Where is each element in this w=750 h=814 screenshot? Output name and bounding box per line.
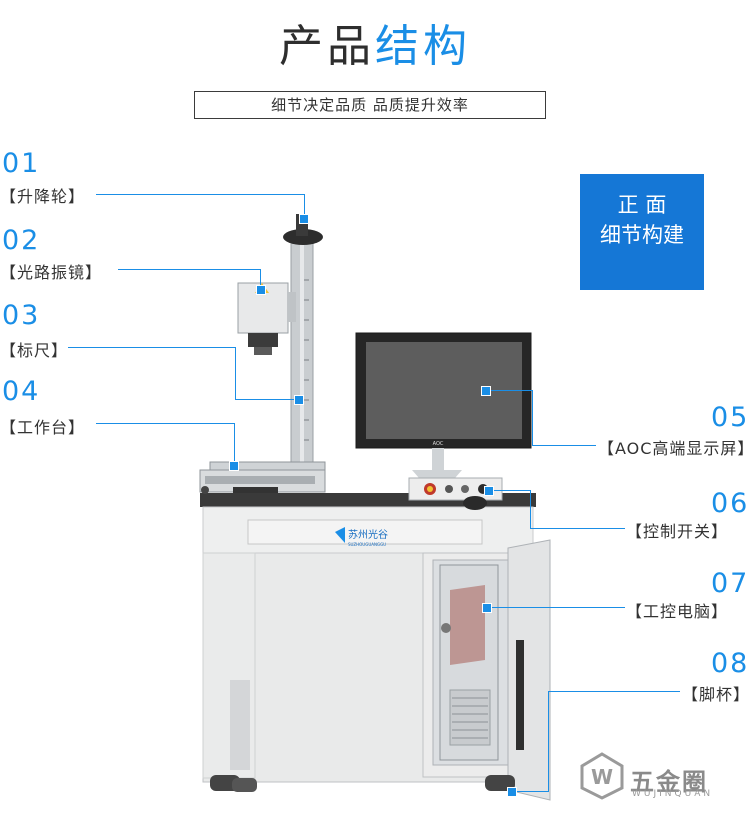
callout-08-line-v [548,691,549,791]
callout-03-dot [294,395,304,405]
title-accent: 结构 [375,21,471,72]
callout-07-label: 【工控电脑】 [626,602,729,621]
callout-03-label: 【标尺】 [0,341,69,360]
callout-02-label: 【光路振镜】 [0,263,103,282]
watermark-logo-icon: W [580,752,624,800]
callout-01-number: 01 [2,148,41,179]
callout-08-number: 08 [711,648,750,679]
callout-01-dot [299,214,309,224]
callout-02-line [118,269,260,270]
callout-07-number: 07 [711,568,750,599]
callout-04-dot [229,461,239,471]
callout-05-line [532,445,596,446]
callout-04-line [96,423,234,424]
watermark-sub: WUJINQUAN [632,789,714,799]
callout-08-line-h [512,791,549,792]
brand-label: 苏州光谷 [348,528,388,541]
title-dark: 产品 [279,21,375,72]
front-detail-badge: 正 面 细节构建 [580,174,704,290]
svg-text:W: W [591,765,613,789]
badge-line2: 细节构建 [600,223,684,247]
callout-04-number: 04 [2,376,41,407]
callout-02-number: 02 [2,225,41,256]
callout-05-number: 05 [711,402,750,433]
callout-03-line-h [235,399,297,400]
callout-04-label: 【工作台】 [0,418,86,437]
callout-06-label: 【控制开关】 [626,522,729,541]
callout-05-dot [481,386,491,396]
callout-05-line-h [487,390,532,391]
callout-08-line [548,691,680,692]
page-title: 产品结构 [0,10,750,74]
callout-08-dot [507,787,517,797]
callout-07-dot [482,603,492,613]
callout-01-line-v [304,194,305,218]
callout-05-line-v [532,390,533,445]
callout-03-line-v [235,347,236,399]
callout-02-dot [256,285,266,295]
callout-02-line-v [260,269,261,291]
callout-06-line-v [530,490,531,528]
callout-04-line-v [234,423,235,465]
callout-08-label: 【脚杯】 [682,685,750,704]
callout-01-label: 【升降轮】 [0,187,86,206]
callout-05-label: 【AOC高端显示屏】 [598,439,750,458]
callout-03-line [68,347,235,348]
watermark-name: 五金圈 [630,768,708,796]
callout-03-number: 03 [2,300,41,331]
badge-line1: 正 面 [617,193,667,217]
callout-06-line [530,528,625,529]
callout-01-line [96,194,304,195]
callout-06-dot [484,486,494,496]
subtitle: 细节决定品质 品质提升效率 [194,91,546,119]
brand-sub: SUZHOUGUANGGU [348,542,386,547]
callout-06-line-h [490,490,530,491]
callout-07-line [488,607,625,608]
monitor-brand: AOC [433,441,444,447]
callout-06-number: 06 [711,488,750,519]
